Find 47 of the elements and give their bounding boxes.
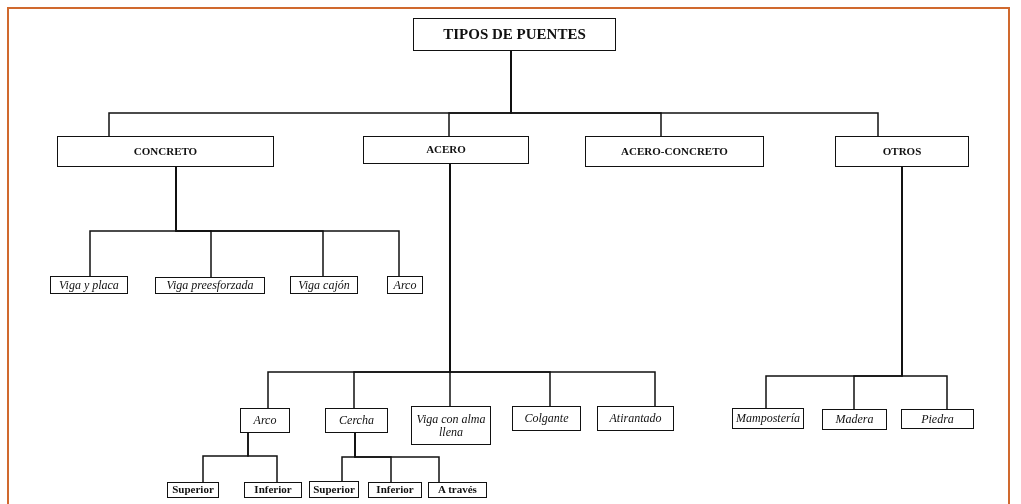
category-box	[155, 277, 265, 294]
category-box	[413, 18, 616, 51]
category-box	[240, 408, 290, 433]
node-label: Arco	[393, 278, 417, 292]
category-box	[387, 276, 423, 294]
node-label: Colgante	[524, 412, 569, 425]
connector-line	[354, 432, 440, 483]
category-box	[585, 136, 764, 167]
node-label: Inferior	[376, 484, 414, 496]
node-label: Madera	[835, 413, 874, 426]
node-label: Viga cajón	[298, 278, 350, 292]
category-box	[167, 482, 219, 498]
category-box	[244, 482, 302, 498]
connector-line	[175, 166, 400, 277]
node-label: ACERO-CONCRETO	[621, 145, 728, 158]
node-label: TIPOS DE PUENTES	[443, 26, 586, 43]
node-label: Mampostería	[736, 412, 800, 425]
node-label: Arco	[253, 414, 277, 427]
node-label: Viga con alma llena	[415, 412, 487, 439]
node-label: Atirantado	[609, 412, 662, 425]
category-box	[597, 406, 674, 431]
connector-line	[247, 432, 278, 483]
category-box	[325, 408, 388, 433]
category-box	[822, 409, 887, 430]
category-box	[290, 276, 358, 294]
node-label: CONCRETO	[133, 145, 198, 158]
category-box	[309, 481, 359, 498]
connector-line	[901, 166, 948, 410]
node-label: Superior	[313, 483, 355, 496]
category-box	[57, 136, 274, 167]
node-label: ACERO	[426, 144, 466, 156]
category-box	[835, 136, 969, 167]
category-box	[901, 409, 974, 429]
category-box	[368, 482, 422, 498]
node-label: Cercha	[339, 414, 374, 427]
node-label: Viga preesforzada	[166, 279, 254, 292]
node-label: Superior	[172, 484, 214, 496]
category-box	[428, 482, 487, 498]
node-label: A través	[438, 484, 477, 496]
node-label: OTROS	[882, 145, 922, 158]
node-label: Inferior	[254, 484, 292, 496]
category-box	[363, 136, 529, 164]
category-box	[512, 406, 581, 431]
node-label: Viga y placa	[59, 278, 119, 292]
category-box	[50, 276, 128, 294]
node-label: Piedra	[921, 412, 954, 426]
category-box	[411, 406, 491, 445]
